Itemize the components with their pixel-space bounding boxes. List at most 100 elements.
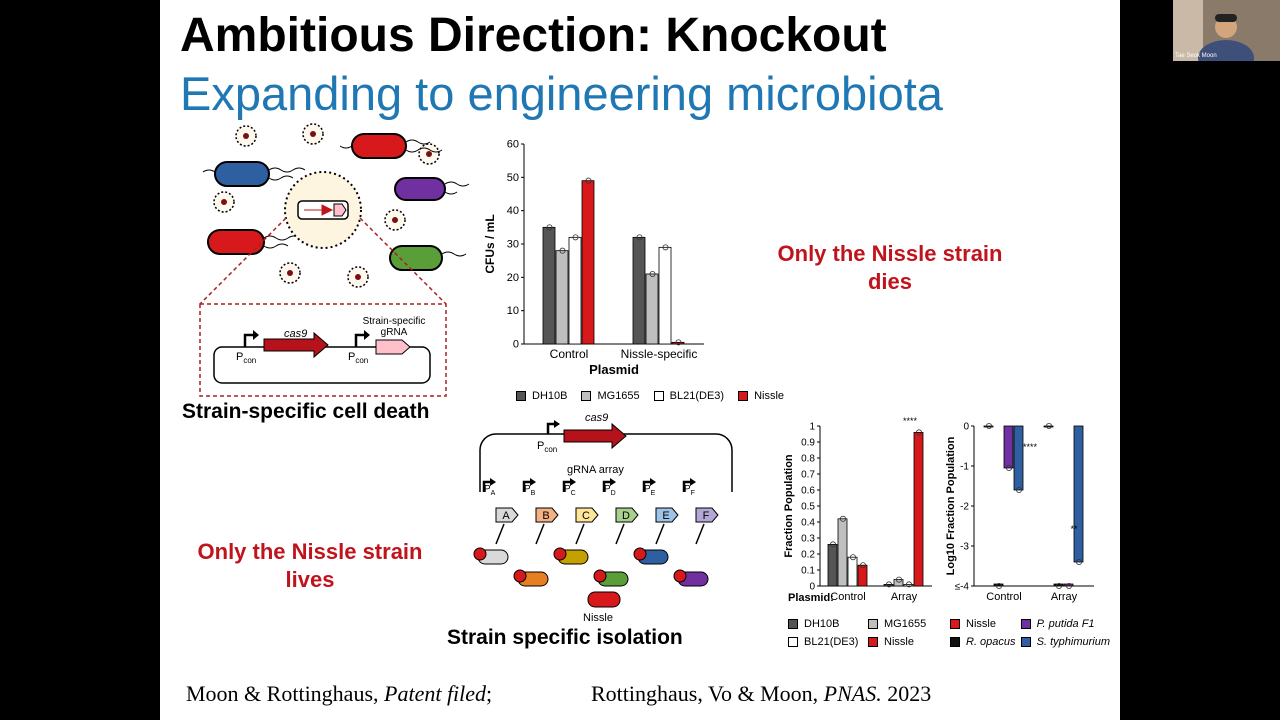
array-pcon-label: Pcon [537, 440, 558, 455]
y-tick-label: 1 [809, 422, 815, 433]
y-tick-label: 10 [507, 305, 519, 317]
bar [568, 236, 582, 345]
promoter-arrowhead [610, 478, 616, 486]
y-tick-label: 0.6 [801, 486, 815, 497]
bar [1073, 425, 1084, 563]
legend2-nissle: Nissle [868, 636, 948, 648]
y-tick-label: 0 [809, 582, 815, 593]
participant-video-thumbnail[interactable]: Tae Seok Moon [1173, 0, 1280, 61]
chart2-legend: DH10B MG1655 BL21(DE3) Nissle [788, 618, 948, 648]
bar [555, 250, 569, 345]
data-point [1075, 558, 1082, 565]
y-tick-label: 0.1 [801, 566, 815, 577]
selection-arrow [615, 523, 625, 545]
bar [837, 518, 848, 587]
nissle-marker [513, 569, 527, 583]
promoter-arrowhead [530, 478, 536, 486]
y-tick-label: -3 [960, 542, 969, 553]
data-point [546, 224, 553, 231]
data-point [572, 234, 579, 241]
data-point [585, 177, 592, 184]
promoter-arrow [642, 480, 652, 492]
selection-arrow [695, 523, 705, 545]
data-point [1016, 487, 1023, 494]
y-tick-label: 0.4 [801, 518, 815, 529]
bar [1013, 425, 1024, 491]
legend3-opacus: R. opacus [950, 636, 1021, 648]
chart3-legend: Nissle P. putida F1 R. opacus S. typhimu… [950, 618, 1110, 648]
grna-block [655, 507, 679, 523]
grna-block-label: F [703, 510, 710, 522]
grna-block-label: E [662, 510, 669, 522]
green-bacterium [389, 245, 443, 271]
red-bacterium-2 [207, 229, 265, 255]
bar [581, 180, 595, 345]
bar [913, 431, 924, 587]
data-point [996, 582, 1003, 589]
data-point [915, 429, 922, 436]
data-point [896, 576, 903, 583]
bar [883, 583, 894, 587]
nissle-marker [553, 547, 567, 561]
citation-pnas: Rottinghaus, Vo & Moon, PNAS. 2023 [591, 681, 932, 706]
x-category-label: Nissle-specific [621, 347, 698, 361]
promoter-arrow [522, 480, 532, 492]
x-category-label: Control [986, 591, 1021, 603]
bar [983, 425, 994, 428]
nissle-marker [633, 547, 647, 561]
legend3-typhimurium: S. typhimurium [1020, 636, 1110, 648]
pcon-label-2: Pcon [348, 351, 369, 366]
data-point [886, 581, 893, 588]
promoter-label: PB [524, 484, 536, 497]
data-point [830, 541, 837, 548]
nissle-cell [587, 591, 621, 608]
y-tick-label: 0.8 [801, 454, 815, 465]
promoter-arrow [482, 480, 492, 492]
data-point [1006, 465, 1013, 472]
purple-bacterium [394, 177, 446, 201]
grna-block [575, 507, 599, 523]
y-tick-label: 0 [513, 339, 519, 351]
bar [827, 543, 838, 587]
bar [1063, 583, 1074, 587]
y-tick-label: 20 [507, 272, 519, 284]
data-point [636, 234, 643, 241]
promoter-arrowhead [490, 478, 496, 486]
bar [903, 583, 914, 587]
blue-bacterium [214, 161, 270, 187]
x-axis-label: Plasmid [589, 362, 639, 377]
data-point [1066, 582, 1073, 589]
data-point [662, 244, 669, 251]
bar [847, 556, 858, 587]
promoter-label: PC [564, 484, 576, 497]
grna-block-label: B [542, 510, 549, 522]
data-point [840, 515, 847, 522]
slide-title: Ambitious Direction: Knockout [180, 9, 887, 62]
y-tick-label: 0.7 [801, 470, 815, 481]
promoter-arrowhead [570, 478, 576, 486]
y-tick-label: 0.2 [801, 550, 815, 561]
data-point [1056, 582, 1063, 589]
participant-silhouette [1173, 0, 1280, 61]
selection-arrow [495, 523, 505, 545]
caption-strain-death: Strain-specific cell death [182, 400, 430, 423]
y-tick-label: ≤-4 [955, 582, 970, 593]
x-category-label: Array [1051, 591, 1078, 603]
bar [1003, 425, 1014, 469]
caption-strain-isolation: Strain specific isolation [447, 626, 683, 649]
bar [658, 246, 672, 345]
cas9-label: cas9 [284, 328, 308, 340]
data-point [649, 270, 656, 277]
grna-block [535, 507, 559, 523]
red-bacterium [351, 133, 407, 159]
legend-nissle: Nissle [738, 390, 784, 402]
nissle-marker [473, 547, 487, 561]
legend2-dh10b: DH10B [788, 618, 868, 630]
x-category-label: Array [891, 591, 918, 603]
nissle-marker [673, 569, 687, 583]
bar [1043, 425, 1054, 428]
legend-mg1655: MG1655 [581, 390, 640, 402]
